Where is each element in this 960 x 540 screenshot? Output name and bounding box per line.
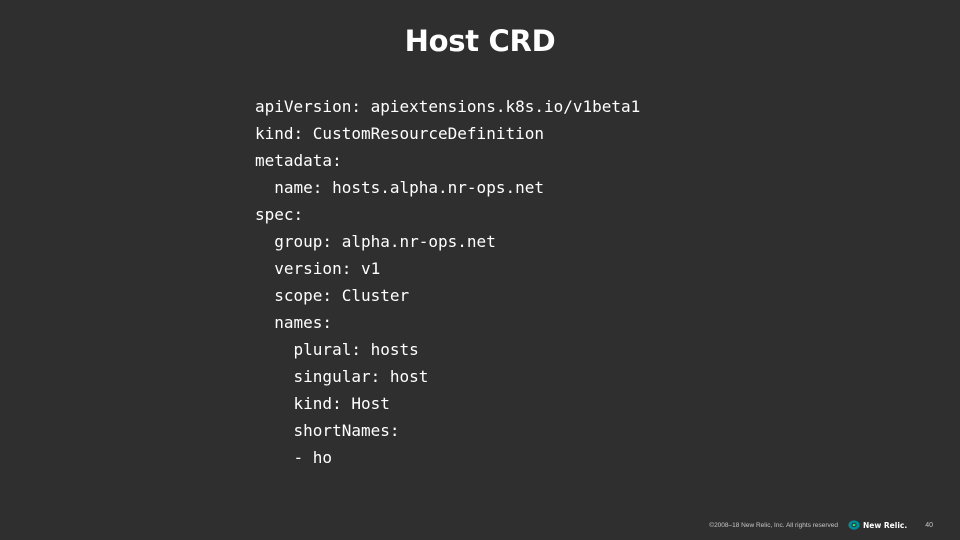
code-line: spec: (255, 205, 304, 224)
code-line: kind: CustomResourceDefinition (255, 124, 544, 143)
code-line: kind: Host (255, 394, 390, 413)
slide-footer: ©2008–18 New Relic, Inc. All rights rese… (709, 520, 933, 530)
page-number: 40 (925, 521, 933, 529)
new-relic-logo-icon (848, 520, 860, 530)
code-line: apiVersion: apiextensions.k8s.io/v1beta1 (255, 97, 641, 116)
code-line: name: hosts.alpha.nr-ops.net (255, 178, 544, 197)
code-line: version: v1 (255, 259, 381, 278)
code-line: names: (255, 313, 333, 332)
code-line: - ho (255, 448, 333, 467)
code-block: apiVersion: apiextensions.k8s.io/v1beta1… (255, 93, 640, 471)
code-line: metadata: (255, 151, 342, 170)
copyright-notice: ©2008–18 New Relic, Inc. All rights rese… (709, 521, 838, 529)
code-line: group: alpha.nr-ops.net (255, 232, 496, 251)
logo-wordmark: New Relic. (863, 520, 908, 530)
code-line: singular: host (255, 367, 429, 386)
code-line: plural: hosts (255, 340, 419, 359)
new-relic-logo: New Relic. (848, 520, 907, 530)
code-line: shortNames: (255, 421, 400, 440)
slide-title: Host CRD (404, 24, 556, 58)
code-line: scope: Cluster (255, 286, 410, 305)
